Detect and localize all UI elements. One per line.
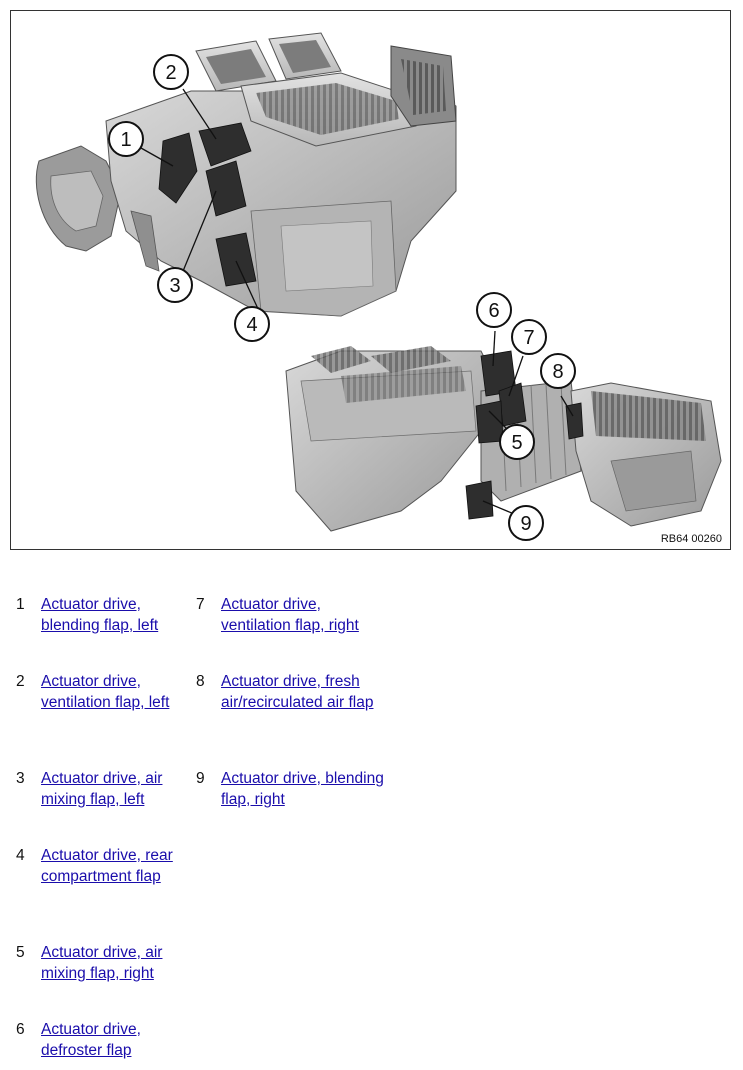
svg-text:9: 9 (520, 513, 531, 535)
svg-text:8: 8 (552, 361, 563, 383)
svg-text:1: 1 (120, 129, 131, 151)
legend-link-blending-flap-left[interactable]: Actuator drive, blending flap, left (41, 596, 159, 634)
svg-text:3: 3 (169, 275, 180, 297)
svg-text:6: 6 (488, 300, 499, 322)
legend-item-4: 4 Actuator drive, rear compartment flap (16, 846, 191, 943)
actuator-shapes-lower (465, 350, 584, 520)
legend-number: 3 (16, 770, 25, 787)
legend-link-air-mixing-flap-left[interactable]: Actuator drive, air mixing flap, left (41, 770, 163, 808)
legend-column-left: 1 Actuator drive, blending flap, left 2 … (16, 595, 191, 1070)
legend-link-fresh-recirculated-air-flap[interactable]: Actuator drive, fresh air/recirculated a… (221, 673, 374, 711)
legend-link-blending-flap-right[interactable]: Actuator drive, blending flap, right (221, 770, 384, 808)
svg-text:5: 5 (511, 432, 522, 454)
svg-text:7: 7 (523, 327, 534, 349)
callout-6: 6 (476, 292, 512, 328)
legend-link-rear-compartment-flap[interactable]: Actuator drive, rear compartment flap (41, 847, 173, 885)
callout-9: 9 (508, 505, 544, 541)
legend-number: 1 (16, 596, 25, 613)
legend-number: 7 (196, 596, 205, 613)
legend-item-8: 8 Actuator drive, fresh air/recirculated… (196, 672, 386, 769)
svg-text:2: 2 (165, 62, 176, 84)
legend-item-7: 7 Actuator drive, ventilation flap, righ… (196, 595, 386, 672)
legend-item-5: 5 Actuator drive, air mixing flap, right (16, 943, 191, 1020)
legend-number: 8 (196, 673, 205, 690)
svg-text:4: 4 (246, 314, 257, 336)
callout-7: 7 (511, 319, 547, 355)
hvac-illustration: 1 2 3 4 5 6 7 8 (35, 32, 722, 541)
legend-item-1: 1 Actuator drive, blending flap, left (16, 595, 191, 672)
legend-link-ventilation-flap-right[interactable]: Actuator drive, ventilation flap, right (221, 596, 359, 634)
callout-1: 1 (108, 121, 144, 157)
legend-link-defroster-flap[interactable]: Actuator drive, defroster flap (41, 1021, 141, 1059)
callout-5: 5 (499, 424, 535, 460)
leader-lines (140, 88, 574, 520)
figure-reference-code: RB64 00260 (660, 533, 722, 545)
callout-4: 4 (234, 306, 270, 342)
legend-link-ventilation-flap-left[interactable]: Actuator drive, ventilation flap, left (41, 673, 170, 711)
legend-link-air-mixing-flap-right[interactable]: Actuator drive, air mixing flap, right (41, 944, 163, 982)
hvac-unit-upper (35, 32, 457, 317)
legend-number: 5 (16, 944, 25, 961)
legend-item-2: 2 Actuator drive, ventilation flap, left (16, 672, 191, 769)
legend-item-3: 3 Actuator drive, air mixing flap, left (16, 769, 191, 846)
callout-2: 2 (153, 54, 189, 90)
legend-number: 6 (16, 1021, 25, 1038)
actuator-shapes-upper (158, 122, 257, 287)
legend-number: 9 (196, 770, 205, 787)
callout-8: 8 (540, 353, 576, 389)
callout-3: 3 (157, 267, 193, 303)
legend-number: 2 (16, 673, 25, 690)
diagram-figure: 1 2 3 4 5 6 7 8 (10, 10, 731, 550)
legend-number: 4 (16, 847, 25, 864)
legend-item-6: 6 Actuator drive, defroster flap (16, 1020, 191, 1070)
legend-column-right: 7 Actuator drive, ventilation flap, righ… (196, 595, 386, 819)
legend-item-9: 9 Actuator drive, blending flap, right (196, 769, 386, 819)
